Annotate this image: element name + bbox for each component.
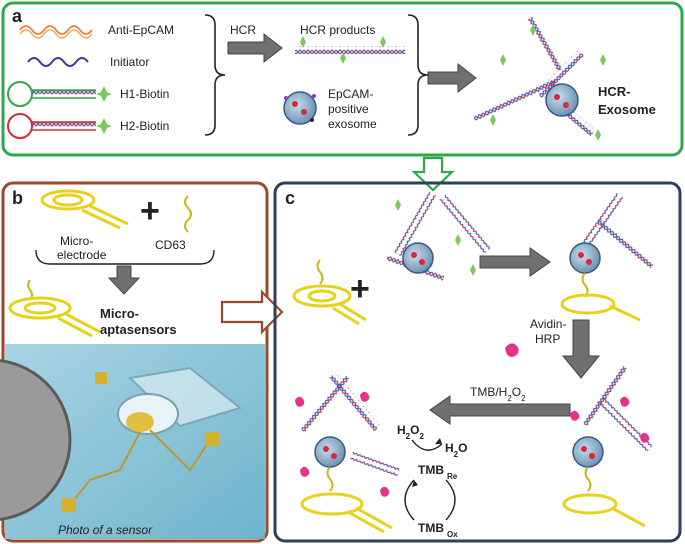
- avidin-text-1: Avidin-: [530, 317, 566, 331]
- panel-c-border: [273, 181, 682, 543]
- hcr-arrow: [227, 32, 283, 64]
- initiator-label: Initiator: [110, 55, 149, 69]
- panel-c: c +: [273, 181, 682, 543]
- hcr-label: HCR: [230, 23, 256, 37]
- hcr-products-label: HCR products: [300, 23, 375, 37]
- aptasensors-text-2: aptasensors: [100, 322, 177, 337]
- initiator-strand: [27, 57, 89, 67]
- a-to-c-arrow: [411, 156, 455, 192]
- exosome-text-2: positive: [328, 102, 369, 116]
- anti-epcam-label: Anti-EpCAM: [108, 23, 174, 37]
- biotin-stars: [300, 36, 386, 64]
- microelectrode-icon: [40, 189, 129, 230]
- cd63-aptamer: [184, 195, 192, 233]
- c-enzyme-exosome-left: [295, 372, 400, 534]
- hcr-exosome-text-2: Exosome: [598, 102, 656, 117]
- tmb-h2o2-label: TMB/H2O2: [470, 385, 526, 403]
- panel-a: a Anti-EpCAM Initiator H1-Biotin H2-Biot…: [1, 1, 684, 157]
- result-arrow: [427, 62, 477, 94]
- panel-a-letter: a: [12, 6, 23, 26]
- h1-hairpin: [7, 81, 112, 107]
- left-brace: [204, 14, 226, 136]
- microelectrode-text-2: electrode: [57, 248, 107, 262]
- biotin-star-icon: [96, 118, 112, 134]
- tmb-cycle-right: [445, 479, 456, 521]
- aptasensors-text-1: Micro-: [100, 306, 139, 321]
- hcr-exosome-cluster: [472, 16, 606, 141]
- exosome-text-1: EpCAM-: [328, 87, 373, 101]
- aptasensor-icon: [8, 279, 101, 338]
- panel-b: b + Micro- electrode CD63 Micro- aptasen…: [0, 181, 269, 543]
- c-captured-exosome: [560, 193, 655, 322]
- anti-epcam-strand: [19, 25, 93, 35]
- photo-caption: Photo of a sensor: [58, 523, 153, 537]
- exosome-text-3: exosome: [328, 117, 377, 131]
- b-to-c-arrow: [220, 289, 284, 335]
- right-brace: [407, 14, 429, 136]
- sensor-photo: [0, 344, 265, 539]
- h2o2-label: H2O2: [397, 423, 424, 441]
- avidin-text-2: HRP: [535, 332, 560, 346]
- epcam-exosome: [283, 91, 317, 125]
- b-brace: [35, 249, 215, 265]
- h2-hairpin: [7, 113, 112, 139]
- b-down-arrow: [107, 265, 141, 295]
- c-arrow-1: [479, 247, 551, 277]
- c-plus-sign: +: [350, 270, 370, 308]
- biotin-star-icon: [96, 86, 112, 102]
- hcr-product-dna: [295, 46, 405, 54]
- hcr-exosome-text-1: HCR-: [598, 84, 631, 99]
- hrp-icon: [505, 343, 519, 357]
- c-arrow-down: [561, 319, 601, 379]
- tmb-cycle-left: [404, 479, 415, 521]
- h2o2-curve-arrow: [411, 439, 443, 451]
- h1-biotin-label: H1-Biotin: [120, 87, 169, 101]
- c-arrow-left: [429, 395, 571, 425]
- c-hcr-exosome-1: [385, 191, 491, 284]
- microelectrode-text-1: Micro-: [60, 234, 93, 248]
- h2-biotin-label: H2-Biotin: [120, 119, 169, 133]
- h2o-label: H2O: [445, 441, 467, 459]
- cd63-label: CD63: [155, 238, 186, 252]
- panel-c-letter: c: [285, 188, 295, 208]
- c-aptasensor-icon: [292, 259, 367, 326]
- plus-sign: +: [140, 192, 160, 230]
- c-enzyme-exosome-right: [562, 365, 653, 528]
- panel-a-border: [1, 1, 684, 157]
- panel-b-letter: b: [12, 188, 23, 208]
